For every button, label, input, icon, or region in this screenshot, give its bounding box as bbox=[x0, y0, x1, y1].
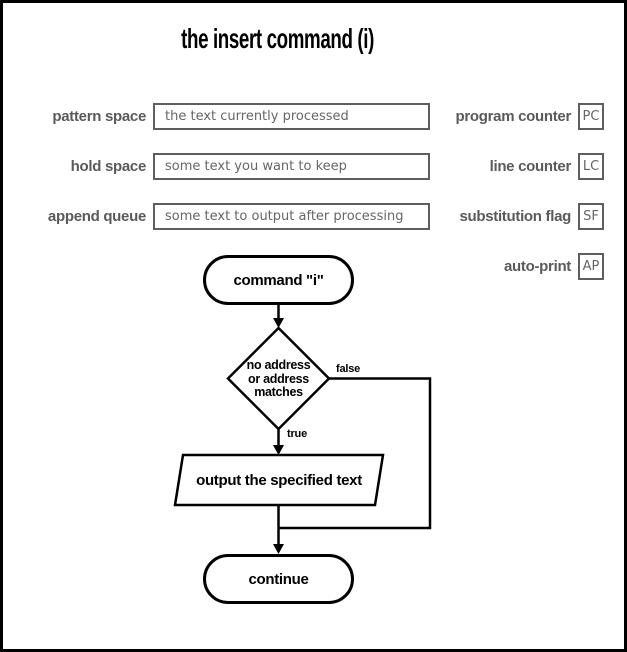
flowchart-connectors bbox=[173, 305, 432, 554]
false-branch-line bbox=[278, 377, 432, 530]
decision-node-label: no address or address matches bbox=[246, 358, 311, 399]
arrow-down-icon bbox=[273, 544, 284, 554]
substitution-flag-box: SF bbox=[578, 203, 604, 230]
pattern-space-label: pattern space bbox=[52, 108, 146, 125]
append-queue-box: some text to output after processing bbox=[153, 203, 430, 230]
auto-print-label: auto-print bbox=[504, 258, 571, 275]
line-counter-label: line counter bbox=[489, 158, 572, 175]
arrow-down-icon bbox=[273, 445, 284, 455]
pattern-space-box: the text currently processed bbox=[153, 103, 430, 130]
program-counter-label: program counter bbox=[455, 108, 571, 125]
substitution-flag-label: substitution flag bbox=[459, 208, 571, 225]
hold-space-label: hold space bbox=[70, 158, 147, 175]
process-parallelogram-shape bbox=[173, 453, 385, 507]
append-queue-label: append queue bbox=[47, 208, 146, 225]
true-branch-label: true bbox=[287, 428, 307, 440]
hold-space-box: some text you want to keep bbox=[153, 153, 430, 180]
start-node: command "i" bbox=[203, 255, 354, 305]
title-wrap: the insert command (i) bbox=[3, 23, 553, 55]
decision-diamond-shape bbox=[226, 326, 331, 431]
diagram-title: the insert command (i) bbox=[181, 23, 375, 55]
process-node-label: output the specified text bbox=[196, 471, 362, 489]
auto-print-box: AP bbox=[578, 253, 604, 280]
end-node-label: continue bbox=[248, 570, 309, 588]
line-counter-box: LC bbox=[578, 153, 604, 180]
end-node: continue bbox=[203, 554, 354, 604]
start-node-label: command "i" bbox=[233, 271, 324, 289]
program-counter-box: PC bbox=[578, 103, 604, 130]
arrow-down-icon bbox=[273, 318, 284, 328]
false-branch-label: false bbox=[336, 363, 361, 375]
